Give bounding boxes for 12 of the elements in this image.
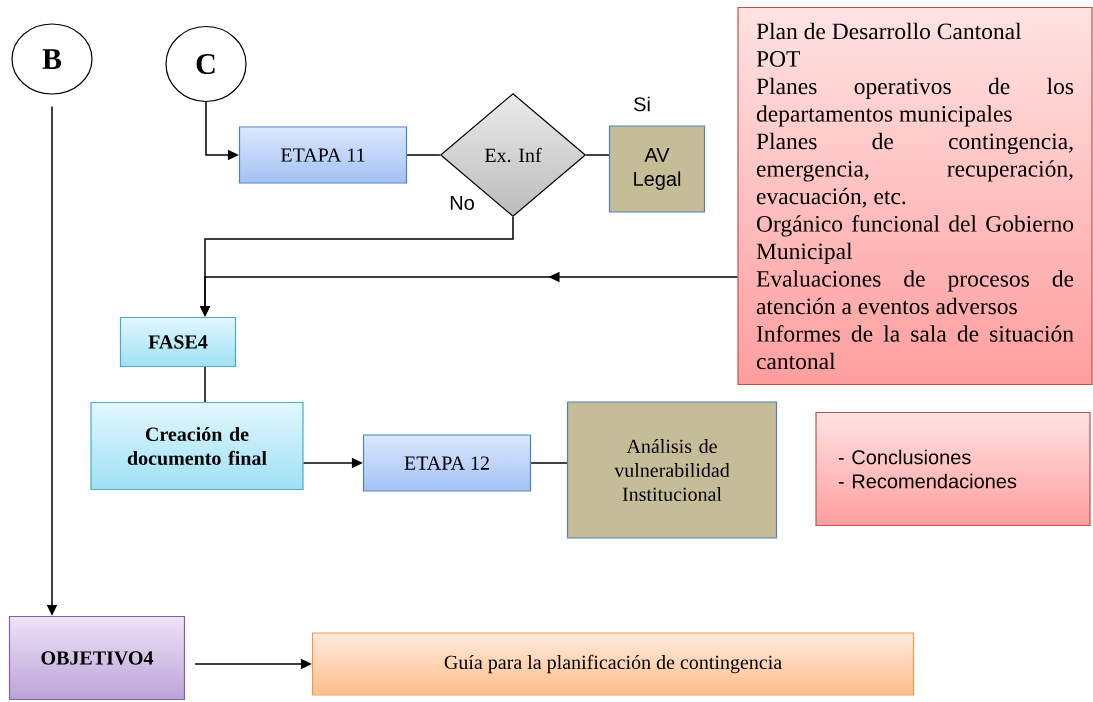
process-box: AV Legal bbox=[608, 125, 706, 213]
process-box: FASE4 bbox=[119, 316, 237, 368]
process-box: ETAPA 12 bbox=[362, 434, 532, 492]
process-box: Creación de documento final bbox=[90, 401, 304, 491]
process-box: Guía para la planificación de contingencia bbox=[311, 632, 915, 696]
process-box: Análisis de vulnerabilidad Institucional bbox=[566, 401, 778, 539]
note-box: Plan de Desarrollo Cantonal POT Planes operativos de los departamentos municipales Planes de contingencia, emergencia, recuperación, evacuación, etc. Orgánico funcional del Gobierno Municipal Evaluaciones de procesos de atención a eventos adversos Informes de la sala de situación cantonal bbox=[737, 6, 1093, 386]
edge-label: Si bbox=[632, 95, 652, 113]
process-box: OBJETIVO4 bbox=[8, 615, 186, 701]
process-box: ETAPA 11 bbox=[238, 126, 408, 184]
note-box: - Conclusiones - Recomendaciones bbox=[815, 411, 1091, 527]
edge-label: No bbox=[448, 195, 476, 211]
